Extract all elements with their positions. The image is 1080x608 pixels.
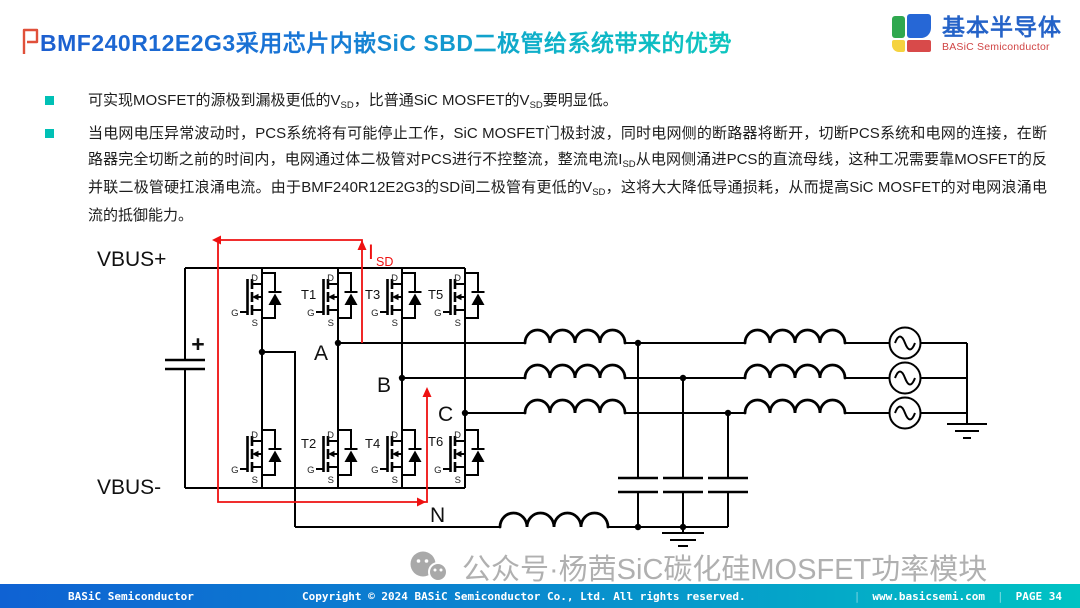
phase-b-label: B — [377, 374, 391, 397]
footer-website: www.basicsemi.com — [872, 589, 986, 603]
bullet-marker — [45, 129, 54, 138]
footer-separator: | — [853, 589, 861, 603]
ac-source-phase-a — [888, 326, 922, 360]
watermark: 公众号·杨茜SiC碳化硅MOSFET功率模块 — [408, 546, 987, 588]
dc-link: VBUS+ VBUS- + — [97, 248, 465, 499]
logo-square-yellow — [892, 40, 905, 52]
logo-mark — [889, 13, 933, 55]
dc-bus-rails — [185, 267, 465, 489]
logo-name-cn: 基本半导体 — [942, 13, 1062, 40]
transistor-label-t5: T5 — [428, 287, 443, 302]
filter-capacitor-c — [706, 476, 750, 494]
company-logo: 基本半导体 BASiC Semiconductor — [889, 13, 1062, 55]
logo-text: 基本半导体 BASiC Semiconductor — [942, 13, 1062, 53]
ac-source-phase-b — [888, 361, 922, 395]
watermark-text: 公众号·杨茜SiC碳化硅MOSFET功率模块 — [462, 554, 988, 586]
footer-separator: | — [997, 589, 1004, 603]
title-flag-icon — [22, 28, 39, 54]
bullet-item-2: 当电网电压异常波动时，PCS系统将有可能停止工作，SiC MOSFET门极封波，… — [45, 121, 1047, 229]
mosfet-t4 — [369, 423, 423, 488]
isd-label-sub: SD — [376, 255, 393, 269]
footer-page-number: PAGE 34 — [1015, 589, 1062, 603]
logo-square-blue — [907, 14, 931, 38]
ground-symbol-grid — [947, 423, 987, 439]
ac-source-phase-c — [888, 396, 922, 430]
footer: BASiC Semiconductor Copyright © 2024 BAS… — [0, 584, 1080, 608]
phase-a-label: A — [314, 342, 328, 365]
neutral-label: N — [430, 504, 445, 527]
transistor-label-t6: T6 — [428, 434, 443, 449]
logo-name-en: BASiC Semiconductor — [942, 40, 1050, 53]
inverter-bridge: T1 T3 T5 T2 T4 T6 A B C — [229, 266, 486, 527]
bullet-list: 可实现MOSFET的源极到漏极更低的VSD，比普通SiC MOSFET的VSD要… — [45, 88, 1047, 234]
inductor-phase-a — [523, 328, 627, 345]
inductor-neutral — [498, 511, 610, 529]
mosfet-neutral-top — [229, 266, 283, 331]
footer-copyright: Copyright © 2024 BASiC Semiconductor Co.… — [301, 589, 746, 603]
neutral-leg-wire — [262, 351, 296, 527]
footer-right: | www.basicsemi.com | PAGE 34 — [854, 590, 1062, 603]
logo-square-red — [907, 40, 931, 52]
transistor-label-t3: T3 — [365, 287, 380, 302]
vbus-plus-label: VBUS+ — [97, 248, 166, 271]
page-title: BMF240R12E2G3采用芯片内嵌SiC SBD二极管给系统带来的优势 — [40, 24, 732, 58]
lc-filter: N — [295, 328, 889, 547]
grid-inductor-phase-a — [743, 328, 847, 345]
phase-c-label: C — [438, 403, 453, 426]
isd-current-path: I SD — [212, 235, 432, 507]
bullet-text-2: 当电网电压异常波动时，PCS系统将有可能停止工作，SiC MOSFET门极封波，… — [88, 125, 1047, 224]
inductor-phase-b — [523, 363, 627, 380]
mosfet-t2 — [305, 423, 359, 488]
transistor-label-t4: T4 — [365, 436, 380, 451]
wechat-icon — [410, 551, 448, 582]
mosfet-neutral-bottom — [229, 423, 283, 488]
bullet-item-1: 可实现MOSFET的源极到漏极更低的VSD，比普通SiC MOSFET的VSD要… — [45, 88, 1047, 116]
dc-link-capacitor — [165, 358, 205, 371]
logo-square-green — [892, 16, 905, 38]
grid-sources — [888, 326, 987, 439]
vbus-minus-label: VBUS- — [97, 476, 161, 499]
isd-label-base: I — [368, 241, 374, 264]
bullet-marker — [45, 96, 54, 105]
footer-company: BASiC Semiconductor — [68, 589, 194, 603]
filter-capacitor-a — [616, 476, 660, 494]
filter-capacitor-b — [661, 476, 705, 494]
grid-inductor-phase-b — [743, 363, 847, 380]
bullet-text-1: 可实现MOSFET的源极到漏极更低的VSD，比普通SiC MOSFET的VSD要… — [88, 92, 618, 111]
ground-symbol-neutral — [662, 532, 704, 547]
transistor-label-t1: T1 — [301, 287, 316, 302]
inductor-phase-c — [523, 398, 627, 415]
grid-inductor-phase-c — [743, 398, 847, 415]
transistor-label-t2: T2 — [301, 436, 316, 451]
capacitor-plus-sign: + — [191, 331, 204, 357]
